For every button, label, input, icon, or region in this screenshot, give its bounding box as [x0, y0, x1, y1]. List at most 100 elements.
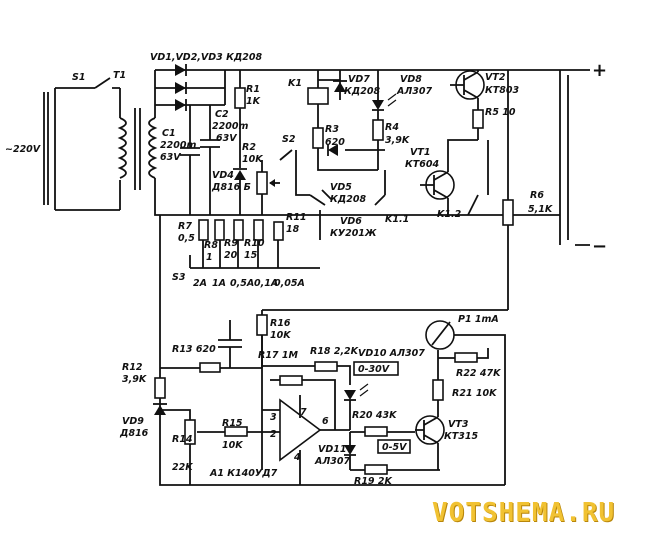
box-0-30v: 0-30V	[353, 361, 399, 376]
label-vd11: VD11	[318, 444, 346, 455]
box-0-5v: 0-5V	[377, 439, 411, 454]
label-vd5: VD5	[330, 182, 352, 193]
label-r10: R10	[244, 238, 265, 249]
label-r16-value: 10K	[270, 330, 291, 341]
label-r5: R5 10	[485, 107, 516, 118]
label-plus: +	[592, 60, 607, 81]
label-c2-value1: 2200m	[212, 121, 248, 132]
vd7-diode	[318, 70, 347, 100]
label-vt2: VT2	[485, 72, 506, 83]
label-c2: C2	[215, 109, 229, 120]
label-vd7-value: КД208	[344, 86, 380, 97]
label-range-1: 2A	[193, 278, 207, 289]
label-minus: −	[592, 236, 607, 257]
label-r18: R18 2,2K	[310, 346, 359, 357]
label-box-0-30v: 0-30V	[358, 364, 390, 375]
watermark: VOTSHEMA.RU	[432, 498, 616, 528]
label-mains: ~220V	[5, 144, 41, 155]
label-vt3-value: КТ315	[444, 431, 478, 442]
label-vd5-value: КД208	[330, 194, 366, 205]
label-vd6: VD6	[340, 216, 362, 227]
label-s3: S3	[172, 272, 186, 283]
label-r6: R6	[530, 190, 544, 201]
label-a1: A1 К140УД7	[209, 468, 278, 479]
label-k1-2: K1.2	[437, 209, 462, 220]
label-r14: R14	[172, 434, 193, 445]
s2-switch	[279, 149, 310, 196]
label-r1-value: 1K	[246, 96, 261, 107]
output-rails	[502, 69, 590, 310]
label-r15: R15	[222, 418, 243, 429]
label-vd9: VD9	[122, 416, 144, 427]
label-vd123: VD1,VD2,VD3 КД208	[150, 52, 263, 63]
label-r17: R17 1M	[258, 350, 298, 361]
label-t1: T1	[113, 70, 126, 81]
label-c2-value2: 63V	[216, 133, 237, 144]
label-r15-value: 10K	[222, 440, 243, 451]
label-k1: K1	[288, 78, 302, 89]
label-r8-value: 1	[206, 252, 213, 263]
label-r11: R11	[286, 212, 307, 223]
k1-2-contact	[467, 140, 489, 216]
label-r14-value: 22K	[172, 462, 193, 473]
label-r4-value: 3,9K	[385, 135, 410, 146]
label-r7: R7	[178, 221, 192, 232]
capacitors-main	[180, 105, 220, 215]
label-s1: S1	[72, 72, 85, 83]
r2-pot	[256, 160, 280, 215]
label-vd11-value: АЛ307	[314, 456, 350, 467]
label-vt3: VT3	[448, 419, 469, 430]
label-vd8-value: АЛ307	[396, 86, 432, 97]
label-r2: R2	[242, 142, 256, 153]
label-r10-value: 15	[244, 250, 258, 261]
label-r16: R16	[270, 318, 291, 329]
label-r7-value: 0,5	[178, 233, 195, 244]
label-box-0-5v: 0-5V	[382, 442, 407, 453]
label-range-2: 1A	[212, 278, 226, 289]
label-r12: R12	[122, 362, 143, 373]
label-vd4: VD4	[212, 170, 234, 181]
shunt-resistors	[159, 215, 320, 280]
label-vd6-value: КУ201Ж	[330, 228, 377, 239]
control-section	[153, 280, 508, 486]
label-r9: R9	[224, 238, 238, 249]
label-pin3: 3	[270, 412, 277, 423]
label-r22: R22 47K	[456, 368, 501, 379]
label-vd10: VD10 АЛ307	[358, 348, 425, 359]
label-r20: R20 43K	[352, 410, 397, 421]
label-pin2: 2	[270, 429, 277, 440]
k1-relay	[307, 70, 378, 171]
label-r3-value: 620	[325, 137, 345, 148]
label-range-5: 0,05A	[274, 278, 305, 289]
label-vt2-value: КТ803	[485, 85, 519, 96]
label-pin7: 7	[300, 407, 307, 418]
label-c1-value1: 2200m	[160, 140, 196, 151]
mains-input	[43, 77, 158, 211]
label-range-4: 0,1A	[254, 278, 278, 289]
label-r19: R19 2K	[354, 476, 392, 487]
label-k1-1: K1.1	[385, 214, 409, 225]
label-r3: R3	[325, 124, 339, 135]
label-s2: S2	[282, 134, 296, 145]
vd5-vd6	[309, 144, 386, 240]
label-p1: P1 1mA	[458, 314, 499, 325]
label-r1: R1	[246, 84, 260, 95]
label-r9-value: 20	[224, 250, 238, 261]
label-vd4-value: Д816 Б	[211, 182, 251, 193]
label-vd9-value: Д816	[119, 428, 149, 439]
label-r8: R8	[204, 240, 218, 251]
r1-vd4	[233, 70, 247, 215]
label-pin4: 4	[293, 452, 301, 463]
vd8-led	[372, 70, 397, 170]
label-r4: R4	[385, 122, 399, 133]
label-r21: R21 10K	[452, 388, 497, 399]
label-r6-value: 5,1K	[528, 204, 553, 215]
label-c1-value2: 63V	[160, 152, 181, 163]
label-vt1-value: КТ604	[405, 159, 439, 170]
vt2-transistor	[450, 70, 485, 140]
label-c1: C1	[162, 128, 176, 139]
label-vd7: VD7	[348, 74, 370, 85]
vt1-transistor	[420, 139, 478, 215]
label-r11-value: 18	[286, 224, 300, 235]
